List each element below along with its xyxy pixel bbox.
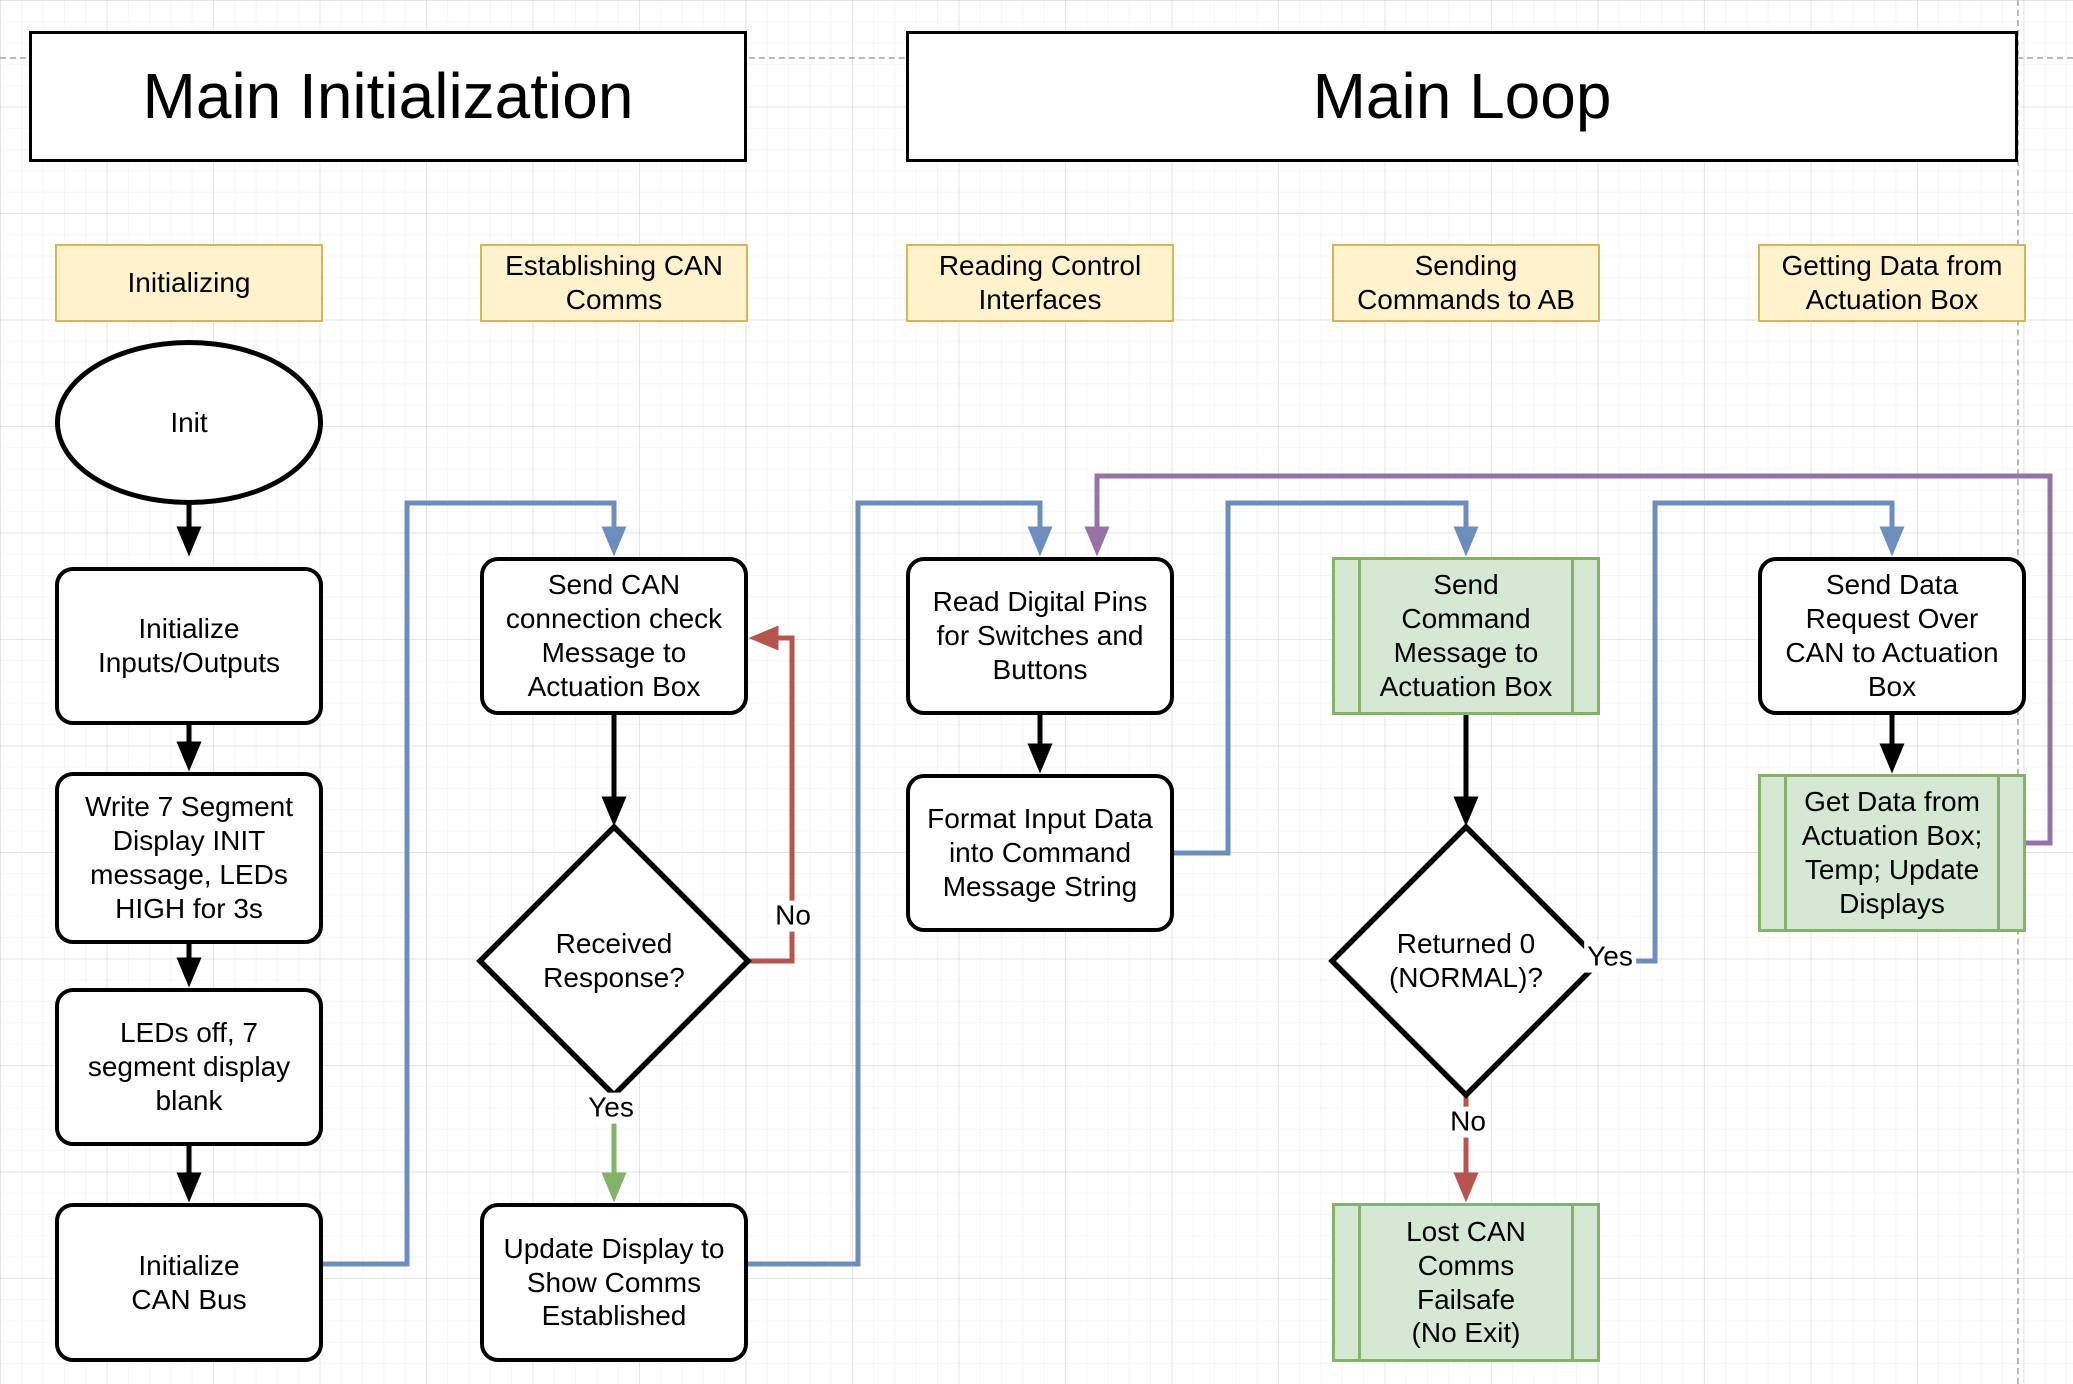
node-text: Send CAN connection check Message to Act…	[505, 569, 723, 702]
edge-label-received-yes: Yes	[585, 1092, 637, 1124]
phase-label-reading-control: Reading Control Interfaces	[906, 244, 1174, 322]
phase-label-text: Getting Data from Actuation Box	[1781, 250, 2003, 315]
section-title-text: Main Loop	[1312, 60, 1612, 133]
node-text: Initialize CAN Bus	[131, 1249, 247, 1315]
node-text: Init	[170, 406, 208, 438]
edge-label-received-no: No	[772, 900, 814, 932]
terminator-init: Init	[55, 340, 323, 505]
node-text: Returned 0 (NORMAL)?	[1388, 928, 1543, 993]
edge-label-returned-yes: Yes	[1584, 941, 1636, 973]
edge-received-no-retry	[748, 625, 795, 964]
node-text: Send Command Message to Actuation Box	[1379, 569, 1553, 702]
edge-label-returned-no: No	[1447, 1106, 1489, 1138]
section-title-main-initialization: Main Initialization	[29, 31, 747, 162]
process-initialize-can-bus: Initialize CAN Bus	[55, 1203, 323, 1362]
node-text: Read Digital Pins for Switches and Butto…	[932, 586, 1148, 685]
decision-received-response-label: Received Response?	[494, 901, 734, 1021]
predefined-process-bar	[1358, 560, 1361, 712]
node-text: Received Response?	[543, 928, 685, 993]
process-send-can-check: Send CAN connection check Message to Act…	[480, 557, 748, 715]
phase-label-text: Initializing	[127, 267, 251, 299]
node-text: Write 7 Segment Display INIT message, LE…	[84, 791, 294, 924]
node-text: LEDs off, 7 segment display blank	[87, 1017, 291, 1116]
predefined-process-bar	[1571, 1206, 1574, 1359]
subroutine-send-command: Send Command Message to Actuation Box	[1332, 557, 1600, 715]
process-update-display: Update Display to Show Comms Established	[480, 1203, 748, 1362]
node-text: Send Data Request Over CAN to Actuation …	[1785, 569, 1999, 702]
node-text: Update Display to Show Comms Established	[503, 1232, 725, 1332]
node-text: Get Data from Actuation Box; Temp; Updat…	[1801, 786, 1983, 919]
phase-label-initializing: Initializing	[55, 244, 323, 322]
process-format-input-data: Format Input Data into Command Message S…	[906, 774, 1174, 932]
section-title-text: Main Initialization	[142, 60, 634, 133]
edge-returned-yes-to-sendrequest	[1600, 500, 1905, 964]
phase-label-getting-data: Getting Data from Actuation Box	[1758, 244, 2026, 322]
process-leds-off: LEDs off, 7 segment display blank	[55, 988, 323, 1146]
edge-initcan-to-sendcheck	[323, 500, 627, 1267]
phase-label-text: Sending Commands to AB	[1357, 250, 1575, 315]
edge-format-to-sendcommand	[1174, 500, 1479, 856]
predefined-process-bar	[1997, 777, 2000, 929]
edge-updatedisplay-to-readpins	[748, 500, 1053, 1267]
edge-getdata-loop-to-readpins	[1084, 473, 2053, 846]
phase-label-sending-commands: Sending Commands to AB	[1332, 244, 1600, 322]
process-initialize-io: Initialize Inputs/Outputs	[55, 567, 323, 725]
node-text: Initialize Inputs/Outputs	[97, 613, 281, 678]
decision-returned-0-shape	[1328, 823, 1604, 1099]
subroutine-lost-can-failsafe: Lost CAN Comms Failsafe (No Exit)	[1332, 1203, 1600, 1362]
process-read-digital-pins: Read Digital Pins for Switches and Butto…	[906, 557, 1174, 715]
decision-returned-0-label: Returned 0 (NORMAL)?	[1346, 901, 1586, 1021]
subroutine-get-data: Get Data from Actuation Box; Temp; Updat…	[1758, 774, 2026, 932]
section-title-main-loop: Main Loop	[906, 31, 2018, 162]
phase-label-establishing-can: Establishing CAN Comms	[480, 244, 748, 322]
phase-label-text: Establishing CAN Comms	[505, 250, 723, 315]
predefined-process-bar	[1358, 1206, 1361, 1359]
node-text: Lost CAN Comms Failsafe (No Exit)	[1406, 1215, 1526, 1349]
process-send-data-request: Send Data Request Over CAN to Actuation …	[1758, 557, 2026, 715]
phase-label-text: Reading Control Interfaces	[938, 250, 1142, 315]
predefined-process-bar	[1571, 560, 1574, 712]
predefined-process-bar	[1784, 777, 1787, 929]
node-text: Format Input Data into Command Message S…	[927, 803, 1153, 902]
process-write-7segment: Write 7 Segment Display INIT message, LE…	[55, 772, 323, 944]
